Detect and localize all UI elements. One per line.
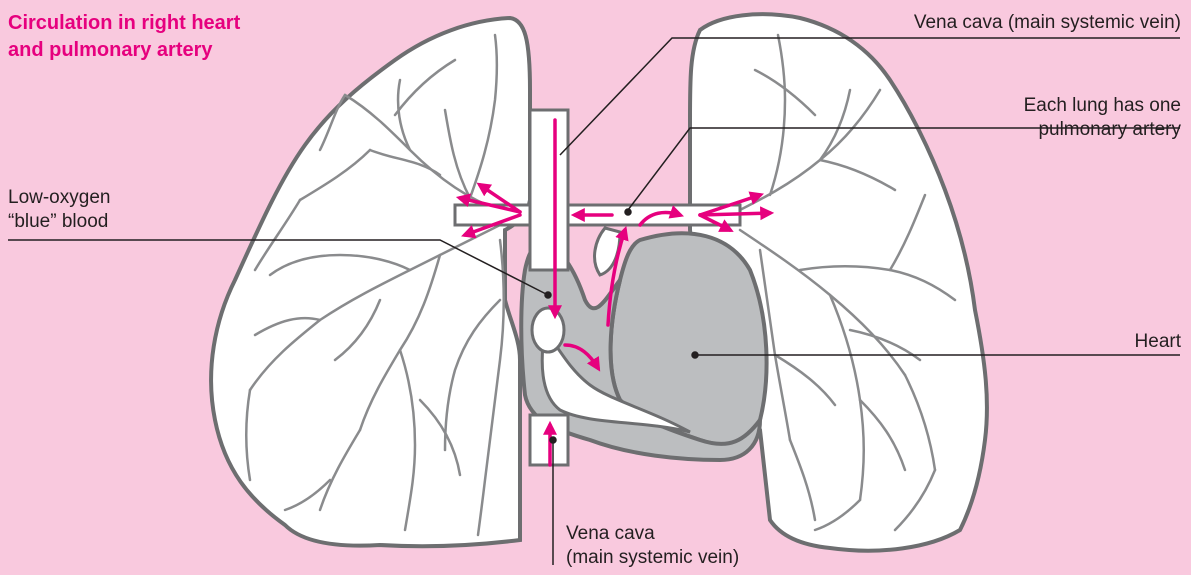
label-vena-cava-bottom: Vena cava (main systemic vein) (566, 522, 739, 570)
label-pulmonary-artery-line-1: Each lung has one (1024, 94, 1181, 118)
label-vena-cava-bottom-line-1: Vena cava (566, 522, 739, 546)
left-lung (211, 18, 530, 546)
leader-lines (8, 38, 1180, 565)
label-pulmonary-artery: Each lung has one pulmonary artery (1024, 94, 1181, 142)
label-vena-cava-bottom-line-2: (main systemic vein) (566, 546, 739, 570)
label-vena-cava-top: Vena cava (main systemic vein) (914, 11, 1181, 35)
label-low-oxygen-line-2: “blue” blood (8, 210, 110, 234)
label-heart: Heart (1135, 330, 1181, 354)
title-line-1: Circulation in right heart (8, 10, 240, 37)
diagram-title: Circulation in right heart and pulmonary… (8, 10, 240, 64)
label-low-oxygen-line-1: Low-oxygen (8, 186, 110, 210)
label-pulmonary-artery-line-2: pulmonary artery (1024, 118, 1181, 142)
label-low-oxygen-blood: Low-oxygen “blue” blood (8, 186, 110, 234)
title-line-2: and pulmonary artery (8, 37, 240, 64)
